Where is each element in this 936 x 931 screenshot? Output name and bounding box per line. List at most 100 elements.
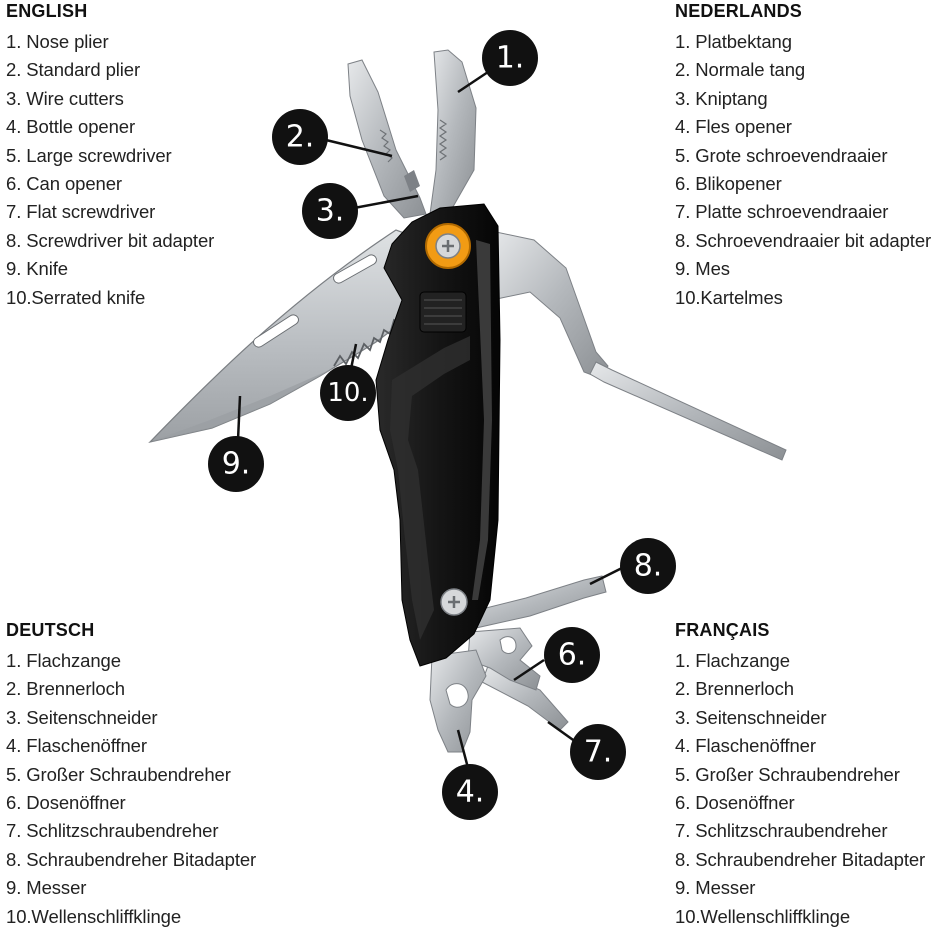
legend-item: 7. Schlitzschraubendreher: [675, 820, 888, 842]
callout-4: 4.: [442, 764, 498, 820]
wire-cutter-notch: [404, 170, 420, 192]
legend-item: 8. Schraubendreher Bitadapter: [675, 848, 926, 870]
legend-heading: FRANÇAIS: [675, 620, 770, 640]
legend-item: 9. Messer: [6, 877, 87, 899]
handle: [375, 203, 501, 667]
legend-item: 4. Flaschenöffner: [675, 735, 816, 757]
nose-plier-jaw-left: [347, 59, 427, 219]
callout-label: 8.: [634, 549, 663, 584]
leader-line-4: [456, 729, 470, 769]
callout-label: 10.: [327, 378, 368, 408]
legend-item: 8. Schraubendreher Bitadapter: [6, 848, 257, 870]
legend-item: 5. Large screwdriver: [6, 144, 172, 166]
can-opener-notch: [499, 636, 517, 654]
legend-item: 6. Blikopener: [675, 173, 782, 195]
legend-item: 2. Standard plier: [6, 59, 141, 81]
bottom-tools: [429, 575, 607, 753]
legend-item: 10.Serrated knife: [6, 286, 146, 308]
callout-2: 2.: [272, 109, 328, 165]
legend-list: 1. Platbektang 2. Normale tang 3. Knipta…: [675, 28, 931, 312]
legend-item: 1. Flachzange: [675, 650, 790, 671]
blade-lock-grip: [419, 291, 467, 333]
leader-line-1: [457, 70, 489, 94]
legend-item: 1. Platbektang: [675, 31, 792, 52]
callout-label: 3.: [316, 194, 345, 229]
legend-item: 7. Platte schroevendraaier: [675, 201, 889, 223]
legend-item: 4. Flaschenöffner: [6, 735, 147, 757]
legend-item: 1. Flachzange: [6, 650, 121, 671]
callout-6: 6.: [544, 627, 600, 683]
nose-plier-jaw-right: [429, 49, 477, 215]
leader-line-8: [589, 566, 623, 586]
leader-line-2: [325, 138, 393, 158]
blade-slot: [333, 254, 377, 284]
legend-francais: FRANÇAIS 1. Flachzange 2. Brennerloch 3.…: [675, 619, 925, 931]
legend-item: 3. Kniptang: [675, 87, 768, 109]
legend-nederlands: NEDERLANDS 1. Platbektang 2. Normale tan…: [675, 0, 931, 312]
legend-item: 5. Großer Schraubendreher: [6, 763, 231, 785]
legend-item: 3. Seitenschneider: [6, 706, 158, 728]
callout-1: 1.: [482, 30, 538, 86]
bottle-opener-hook: [445, 683, 469, 708]
callout-label: 7.: [584, 735, 613, 770]
legend-item: 7. Schlitzschraubendreher: [6, 820, 219, 842]
leader-line-3: [353, 194, 419, 210]
legend-item: 10.Wellenschliffklinge: [675, 905, 851, 927]
legend-item: 1. Nose plier: [6, 31, 109, 52]
knife-blade: [148, 229, 419, 444]
legend-item: 9. Knife: [6, 258, 68, 280]
leader-line-9: [236, 395, 242, 441]
legend-item: 3. Seitenschneider: [675, 706, 827, 728]
legend-item: 9. Mes: [675, 258, 730, 280]
leader-line-7: [547, 720, 577, 744]
handle-ridge: [390, 336, 470, 640]
legend-item: 8. Screwdriver bit adapter: [6, 229, 215, 251]
legend-item: 6. Dosenöffner: [6, 792, 126, 814]
callout-3: 3.: [302, 183, 358, 239]
legend-list: 1. Nose plier 2. Standard plier 3. Wire …: [6, 28, 214, 312]
knife-blade-body: [148, 229, 419, 444]
legend-english: ENGLISH 1. Nose plier 2. Standard plier …: [6, 0, 214, 312]
legend-item: 3. Wire cutters: [6, 87, 124, 109]
legend-deutsch: DEUTSCH 1. Flachzange 2. Brennerloch 3. …: [6, 619, 256, 931]
callout-8: 8.: [620, 538, 676, 594]
legend-item: 6. Dosenöffner: [675, 792, 795, 814]
legend-item: 7. Flat screwdriver: [6, 201, 156, 223]
legend-item: 8. Schroevendraaier bit adapter: [675, 229, 932, 251]
blade-slot: [253, 314, 299, 348]
legend-list: 1. Flachzange 2. Brennerloch 3. Seitensc…: [675, 647, 925, 931]
callout-label: 9.: [222, 447, 251, 482]
legend-item: 10.Wellenschliffklinge: [6, 905, 182, 927]
legend-heading: NEDERLANDS: [675, 1, 803, 21]
large-screwdriver-shaft: [589, 361, 787, 461]
legend-item: 2. Brennerloch: [6, 678, 125, 700]
legend-item: 4. Fles opener: [675, 116, 792, 138]
large-screwdriver: [491, 231, 787, 461]
legend-item: 5. Grote schroevendraaier: [675, 144, 888, 166]
callout-9: 9.: [208, 436, 264, 492]
callout-label: 6.: [558, 638, 587, 673]
legend-list: 1. Flachzange 2. Brennerloch 3. Seitensc…: [6, 647, 256, 931]
leader-line-6: [513, 658, 545, 682]
handle-highlight: [472, 240, 492, 600]
legend-item: 9. Messer: [675, 877, 756, 899]
legend-heading: ENGLISH: [6, 1, 88, 21]
legend-item: 2. Normale tang: [675, 59, 806, 81]
legend-item: 2. Brennerloch: [675, 678, 794, 700]
bit-adapter: [469, 575, 607, 629]
legend-item: 5. Großer Schraubendreher: [675, 763, 900, 785]
jaw-teeth: [438, 119, 448, 161]
legend-item: 10.Kartelmes: [675, 286, 783, 308]
legend-item: 4. Bottle opener: [6, 116, 136, 138]
callout-10: 10.: [320, 365, 376, 421]
legend-item: 6. Can opener: [6, 173, 122, 195]
callout-leaders: [236, 70, 623, 769]
large-screwdriver-body: [491, 231, 609, 379]
callout-label: 4.: [456, 775, 485, 810]
callout-label: 2.: [286, 120, 315, 155]
plier-jaws: [347, 49, 477, 219]
callout-7: 7.: [570, 724, 626, 780]
callout-label: 1.: [496, 41, 525, 76]
legend-heading: DEUTSCH: [6, 620, 95, 640]
